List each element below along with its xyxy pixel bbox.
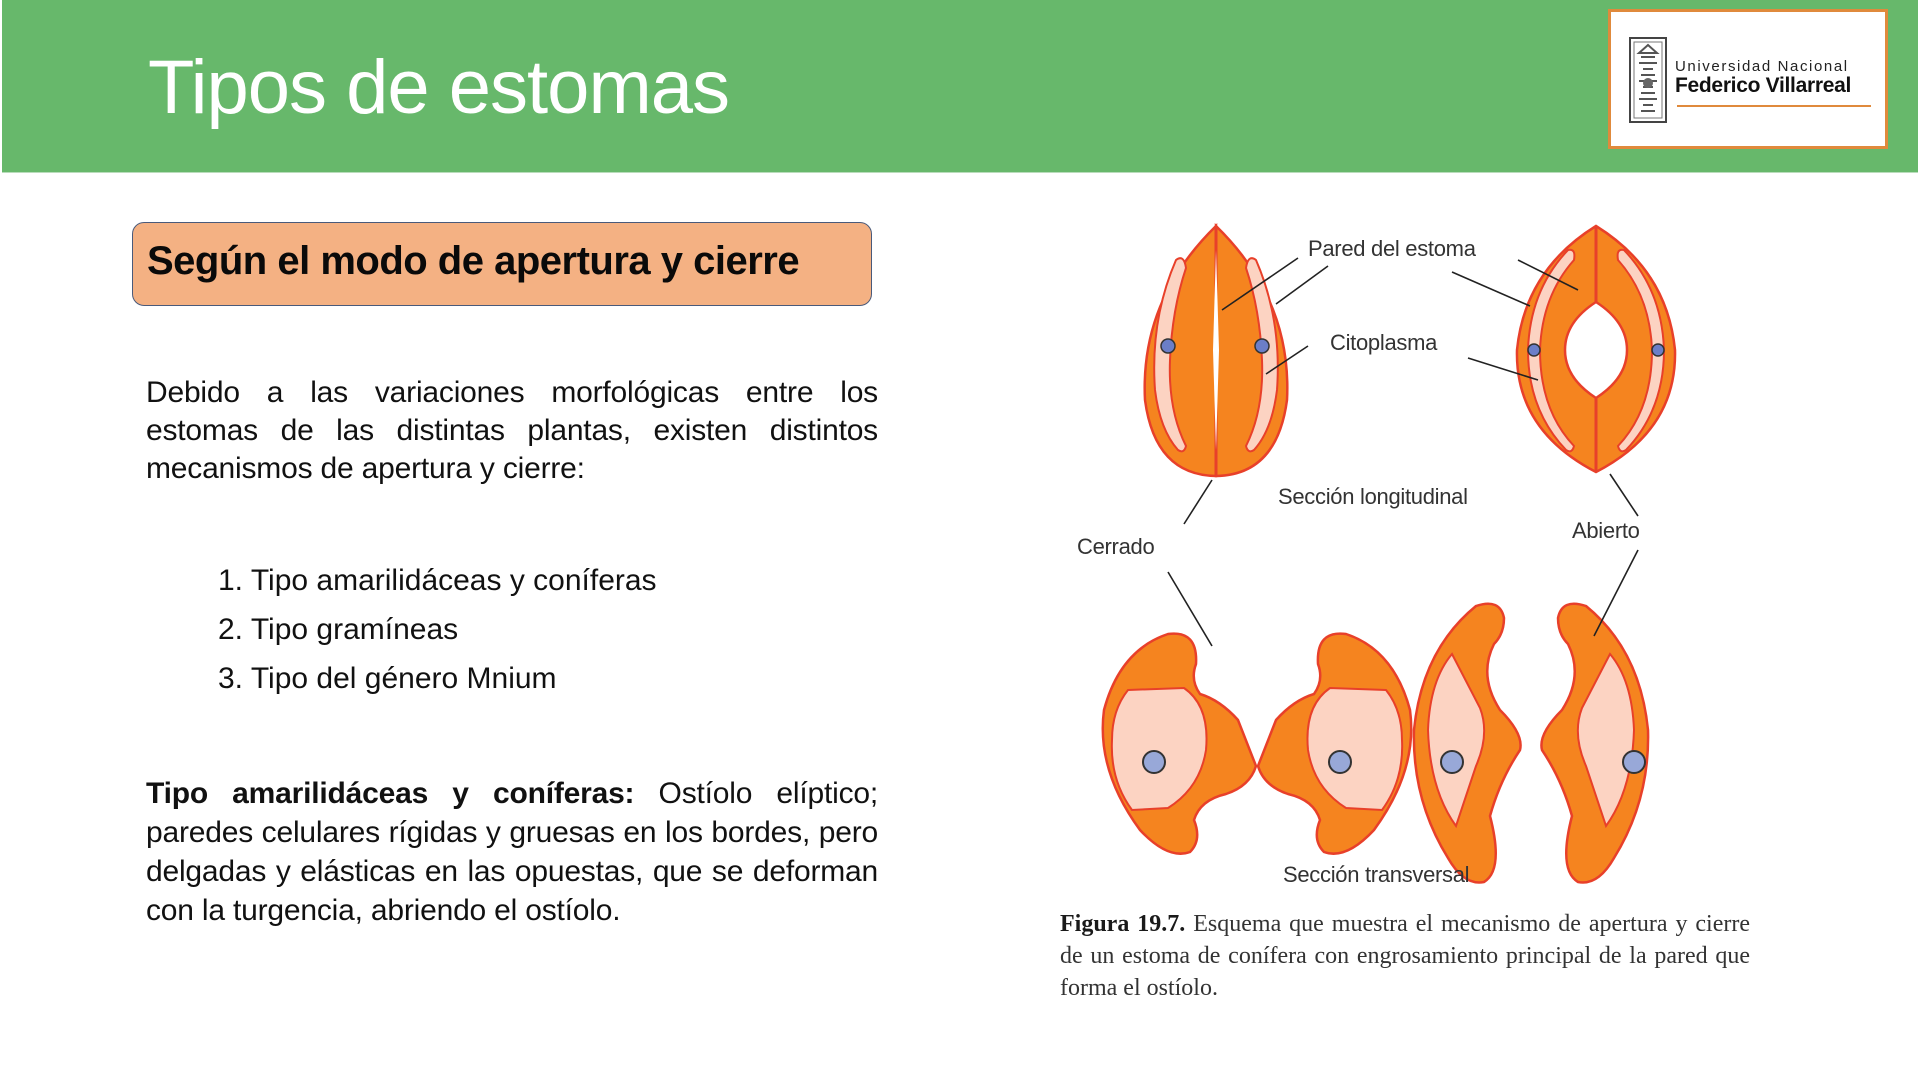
logo-underline <box>1677 105 1871 107</box>
figure-caption: Figura 19.7. Esquema que muestra el meca… <box>1060 908 1750 1004</box>
list-label: Tipo gramíneas <box>250 613 459 646</box>
open-longitudinal-stoma <box>1515 224 1677 474</box>
list-item: 2. Tipo gramíneas <box>218 605 657 654</box>
intro-paragraph: Debido a las variaciones morfológicas en… <box>146 376 878 485</box>
header-bar: Tipos de estomas Universidad Nacional Fe… <box>2 0 1918 173</box>
open-transversal-stoma <box>1412 602 1650 884</box>
description-body: Ostíolo elíptico; paredes celulares rígi… <box>146 777 878 927</box>
logo-line-1: Universidad Nacional <box>1675 58 1849 75</box>
logo-line-2: Federico Villarreal <box>1675 74 1852 97</box>
label-closed: Cerrado <box>1077 534 1155 559</box>
section-heading-box: Según el modo de apertura y cierre <box>132 222 872 306</box>
description-term: Tipo amarilidáceas y coníferas: <box>146 777 635 810</box>
section-title: Según el modo de apertura y cierre <box>147 239 800 283</box>
label-open: Abierto <box>1572 518 1640 543</box>
list-item: 1. Tipo amarilidáceas y coníferas <box>218 556 657 605</box>
page-title: Tipos de estomas <box>148 45 730 130</box>
nucleus-icons <box>1160 338 1665 357</box>
university-emblem-icon <box>1629 37 1667 123</box>
label-stoma-wall: Pared del estoma <box>1308 236 1476 261</box>
list-label: Tipo del género Mnium <box>250 662 557 695</box>
label-transversal-section: Sección transversal <box>1283 862 1470 887</box>
list-number: 1. <box>218 564 244 597</box>
caption-figure-number: Figura 19.7. <box>1060 911 1186 937</box>
closed-transversal-stoma <box>1101 632 1413 855</box>
description-paragraph: Tipo amarilidáceas y coníferas: Ostíolo … <box>146 774 878 930</box>
nucleus-icons-transversal <box>1142 750 1646 774</box>
leader-lines <box>1167 257 1639 647</box>
stomata-diagram-illustration <box>1101 223 1677 884</box>
list-number: 3. <box>218 662 244 695</box>
list-item: 3. Tipo del género Mnium <box>218 654 657 703</box>
list-number: 2. <box>218 613 244 646</box>
stomata-diagram: Pared del estoma Citoplasma Sección long… <box>1060 210 1780 900</box>
closed-longitudinal-stoma <box>1143 223 1289 478</box>
university-logo: Universidad Nacional Federico Villarreal <box>1608 9 1888 149</box>
label-cytoplasm: Citoplasma <box>1330 330 1438 355</box>
caption-text: Esquema que muestra el mecanismo de aper… <box>1060 911 1751 1001</box>
label-longitudinal-section: Sección longitudinal <box>1278 484 1468 509</box>
list-label: Tipo amarilidáceas y coníferas <box>250 564 657 597</box>
stomata-types-list: 1. Tipo amarilidáceas y coníferas 2. Tip… <box>218 556 657 703</box>
